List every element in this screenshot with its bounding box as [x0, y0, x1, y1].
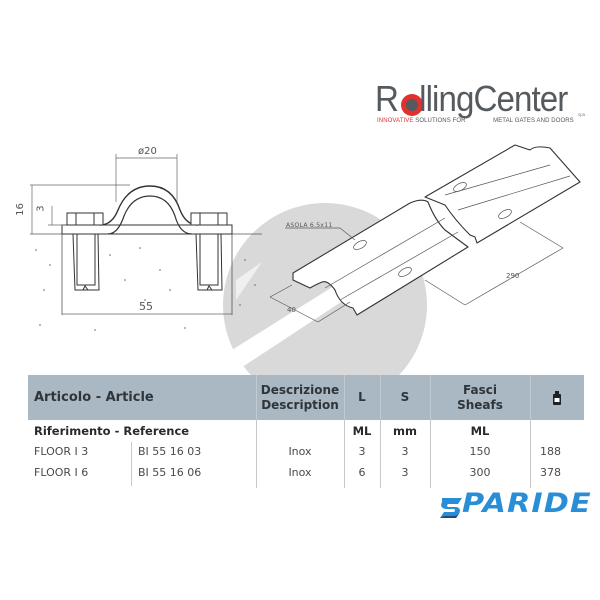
row-article: FLOOR I 6 [34, 466, 89, 479]
header-weight [530, 375, 584, 420]
paride-wordmark: PARIDE [462, 488, 592, 519]
row-weight: 378 [540, 466, 561, 479]
header-sheafs-it: Fasci [463, 382, 497, 397]
header-description-it: Descrizione [260, 382, 340, 397]
row-l: 6 [358, 466, 366, 479]
logo-letter-r: R [375, 78, 399, 119]
row-s: 3 [401, 466, 409, 479]
slot-label: ASOLA 6.5x11 [286, 222, 333, 229]
dim-290: 290 [506, 272, 520, 280]
row-s: 3 [401, 445, 409, 458]
logo-o-target-icon [401, 94, 423, 116]
tagline-right: METAL GATES AND DOORS [493, 118, 574, 124]
subheader-reference: Riferimento - Reference [34, 424, 190, 438]
table-header: Articolo - Article Descrizione Descripti… [28, 375, 584, 420]
logo-word-center: Center [473, 78, 568, 119]
isometric-drawing [269, 144, 581, 323]
row-sheafs: 300 [469, 466, 491, 479]
tagline-left: SOLUTIONS FOR [415, 118, 466, 124]
paride-s-mark-icon [440, 498, 462, 518]
header-s: S [400, 390, 410, 404]
weight-kg-icon [553, 390, 561, 405]
header-sheafs: Fasci Sheafs [430, 375, 530, 420]
dim-width: 55 [139, 300, 153, 313]
subheader-sheafs-unit: ML [470, 424, 490, 438]
header-article: Articolo - Article [34, 390, 154, 405]
cross-section-drawing [30, 154, 262, 331]
logo-tagline: INNOVATIVE SOLUTIONS FOR METAL GATES AND… [377, 118, 574, 124]
row-article: FLOOR I 3 [34, 445, 89, 458]
tagline-highlight: INNOVATIVE [377, 118, 414, 124]
subheader-s-unit: mm [393, 424, 417, 438]
row-reference: BI 55 16 03 [138, 445, 202, 458]
header-description: Descrizione Description [256, 375, 344, 420]
header-sheafs-en: Sheafs [457, 397, 503, 412]
dim-height: 16 [14, 203, 26, 216]
logo-word-lling: lling [419, 78, 474, 119]
paride-logo: PARIDE [436, 488, 596, 524]
dim-thickness: 3 [35, 205, 47, 212]
header-description-en: Description [261, 397, 339, 412]
row-reference: BI 55 16 06 [138, 466, 202, 479]
dim-diameter: ø20 [138, 146, 157, 157]
row-l: 3 [358, 445, 366, 458]
dim-40: 40 [287, 306, 296, 314]
logo-spa: spa [578, 112, 586, 117]
row-sheafs: 150 [469, 445, 491, 458]
row-description: Inox [288, 445, 312, 458]
row-description: Inox [288, 466, 312, 479]
header-l: L [358, 390, 366, 404]
row-weight: 188 [540, 445, 561, 458]
subheader-l-unit: ML [352, 424, 372, 438]
